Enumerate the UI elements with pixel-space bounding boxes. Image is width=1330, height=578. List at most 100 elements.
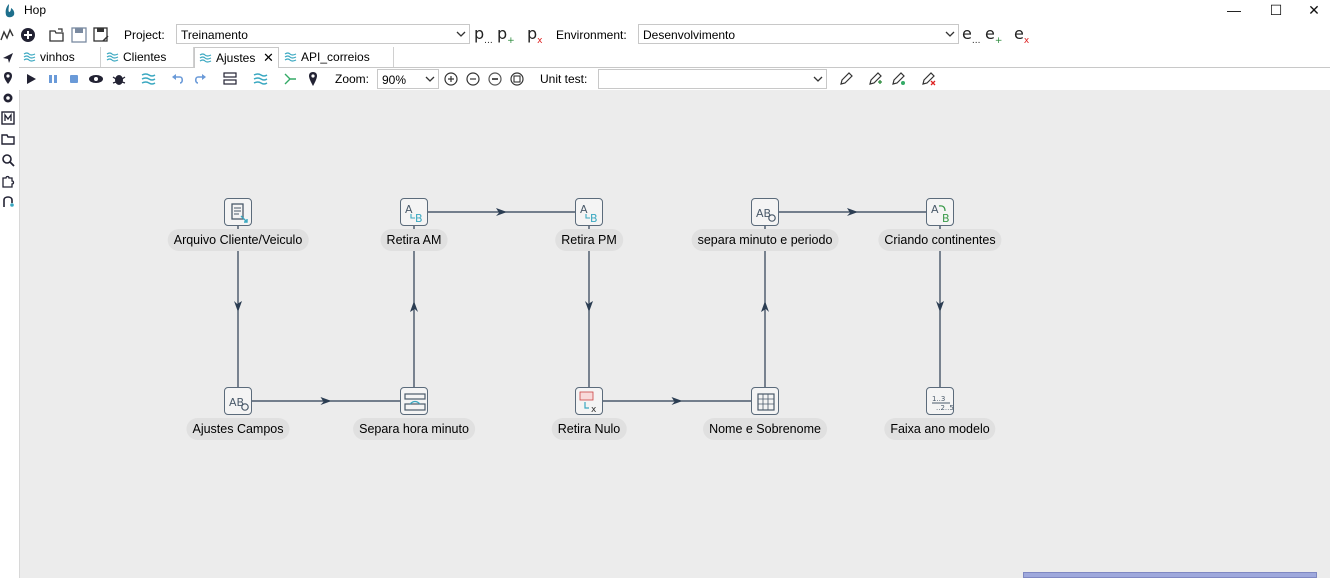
svg-text:x: x [591,405,597,415]
transform-nome[interactable] [751,387,779,415]
plugin-icon[interactable] [1,174,15,188]
pipeline-toolbar: Zoom: 90% Unit test: [19,68,1330,91]
hop-arrow [761,301,769,312]
edit-environment-button[interactable]: e... [962,24,981,46]
pause-icon[interactable] [45,71,61,87]
add-environment-button[interactable]: e+ [985,24,1003,46]
git-icon[interactable] [1,194,15,208]
align-icon[interactable] [222,71,238,87]
save-as-icon[interactable] [92,26,110,44]
horizontal-scrollbar[interactable] [1023,572,1317,578]
table-icon [757,393,775,411]
edit-project-button[interactable]: p... [474,24,493,46]
transform-ajustes-campos[interactable]: AB [224,387,252,415]
zoom-value: 90% [382,73,407,87]
location-pin-icon[interactable] [305,71,321,87]
metadata-icon[interactable] [1,111,15,125]
hop-arrow [320,397,332,405]
pipeline-icon [106,52,119,62]
svg-text:A: A [405,203,413,216]
transform-label[interactable]: Retira AM [380,229,448,251]
open-icon[interactable] [48,26,66,44]
transform-label[interactable]: Retira PM [555,229,623,251]
tab-ajustes[interactable]: Ajustes ✕ [194,47,279,68]
check-pipeline-icon[interactable] [140,71,156,87]
transform-label[interactable]: Nome e Sobrenome [703,418,827,440]
redo-icon[interactable] [192,71,208,87]
edit-unit-test-2-icon[interactable] [890,71,906,87]
hop-arrow [671,397,683,405]
preview-icon[interactable] [88,71,104,87]
gear-icon[interactable] [1,91,15,105]
transform-label[interactable]: Retira Nulo [551,418,627,440]
svg-text:B: B [590,212,598,225]
lineage-icon[interactable] [282,71,298,87]
hop-arrow [234,301,242,312]
tab-vinhos[interactable]: vinhos [19,47,101,67]
minimize-button[interactable]: — [1227,2,1241,18]
project-label: Project: [124,28,165,42]
environment-select[interactable]: Desenvolvimento [638,24,959,44]
location-icon[interactable] [1,71,15,85]
search-icon[interactable] [1,153,15,167]
navigate-icon[interactable] [1,51,15,65]
folder-icon[interactable] [1,132,15,146]
pipeline-icon [284,52,297,62]
zoom-fit-icon[interactable] [509,71,525,87]
chevron-down-icon [945,31,955,37]
tab-api-correios[interactable]: API_correios [280,47,394,67]
tab-clientes[interactable]: Clientes [102,47,194,67]
string-operations-icon: AB [229,396,249,411]
save-icon[interactable] [70,26,88,44]
transform-label[interactable]: Criando continentes [878,229,1002,251]
delete-environment-button[interactable]: ex [1014,24,1030,46]
zoom-100-icon[interactable] [487,71,503,87]
transform-label[interactable]: separa minuto e periodo [691,229,839,251]
distribute-icon[interactable] [252,71,268,87]
perspective-sidebar [0,47,20,578]
add-unit-test-icon[interactable] [867,71,883,87]
close-tab-button[interactable]: ✕ [263,50,274,65]
transform-arquivo[interactable] [224,198,252,226]
transform-separa-hora[interactable] [400,387,428,415]
file-input-icon [231,203,248,223]
hop-arrow [847,208,858,216]
delete-unit-test-icon[interactable] [920,71,936,87]
transform-retira-nulo[interactable]: x [575,387,603,415]
transform-label[interactable]: Separa hora minuto [353,418,475,440]
number-range-icon: 1..3..2..5 [932,395,954,412]
unit-test-select[interactable] [598,69,827,89]
delete-project-button[interactable]: px [527,24,543,46]
transform-faixa[interactable]: 1..3..2..5 [926,387,954,415]
hop-arrow [410,301,418,312]
hop-arrow [496,208,507,216]
edit-unit-test-icon[interactable] [838,71,854,87]
transform-label[interactable]: Faixa ano modelo [884,418,996,440]
environment-label: Environment: [556,28,627,42]
transform-label[interactable]: Ajustes Campos [186,418,290,440]
transform-separa-minuto[interactable]: AB [751,198,779,226]
stop-icon[interactable] [66,71,82,87]
transform-label[interactable]: Arquivo Cliente/Veiculo [167,229,309,251]
close-window-button[interactable]: ✕ [1308,2,1320,18]
undo-icon[interactable] [170,71,186,87]
string-operations-icon: AB [756,207,776,222]
maximize-button[interactable]: ☐ [1269,2,1283,18]
run-icon[interactable] [23,71,39,87]
replace-string-icon: AB [405,203,423,225]
zoom-in-icon[interactable] [443,71,459,87]
pipeline-icon [23,52,36,62]
project-select[interactable]: Treinamento [176,24,470,44]
svg-text:B: B [415,212,423,225]
hop-logo-icon [5,4,15,18]
debug-icon[interactable] [111,71,127,87]
zoom-select[interactable]: 90% [377,69,439,89]
perspective-icon[interactable] [0,26,14,44]
zoom-out-icon[interactable] [465,71,481,87]
new-icon[interactable] [19,26,37,44]
add-project-button[interactable]: p+ [497,24,515,46]
